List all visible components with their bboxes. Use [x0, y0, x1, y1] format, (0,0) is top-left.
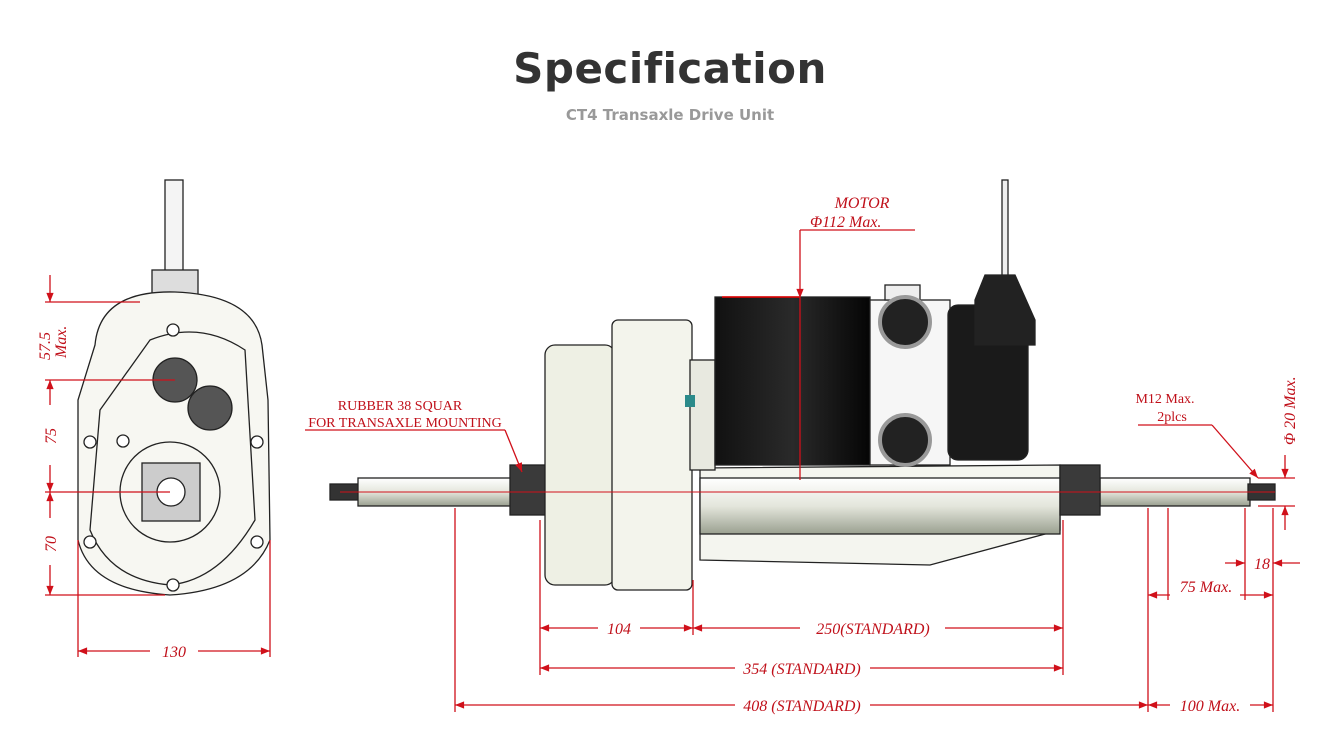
front-view-dimension-lines: [45, 275, 271, 657]
motor-body: [714, 296, 871, 466]
motor-label: MOTOR: [834, 195, 890, 212]
brush-holder: [878, 413, 932, 467]
rubber-mount-label-2: FOR TRANSAXLE MOUNTING: [308, 416, 501, 431]
thread-label-2: 2plcs: [1157, 410, 1187, 425]
rubber-mount-label-1: RUBBER 38 SQUAR: [338, 399, 463, 414]
housing-bolts: [83, 323, 264, 592]
dim-104: 104: [607, 621, 631, 638]
page-subtitle: CT4 Transaxle Drive Unit: [565, 106, 775, 124]
motor-flange: [689, 359, 716, 471]
brake-release-housing: [974, 274, 1036, 346]
side-view: MOTOR Φ112 Max. RUBBER 38 SQUAR FOR TRAN…: [305, 179, 1300, 715]
gearbox-housing: [77, 291, 271, 596]
rubber-mount-left: [509, 464, 547, 516]
shaft-diameter: Φ 20 Max.: [1282, 376, 1299, 445]
housing-inner-outline: [89, 331, 256, 586]
thread-label-1: M12 Max.: [1135, 392, 1194, 407]
drive-lever: [164, 179, 184, 276]
dim-57-5: 57.5: [37, 332, 54, 360]
gearbox-body: [611, 319, 693, 591]
brush-holder: [878, 295, 932, 349]
motor-diameter: Φ112 Max.: [810, 214, 881, 231]
gear-cap: [187, 385, 233, 431]
dim-100-max: 100 Max.: [1180, 698, 1240, 715]
front-view: 57.5 Max. 75 70 130: [37, 179, 271, 661]
axle-tube-core: [699, 477, 1061, 535]
release-lever: [1001, 179, 1009, 281]
dim-408: 408 (STANDARD): [743, 698, 860, 715]
gearbox-cover: [544, 344, 616, 586]
coupling-detail: [685, 395, 695, 407]
rubber-mount-right: [1059, 464, 1101, 516]
side-view-dimension-lines: [305, 229, 1300, 712]
dim-75-max: 75 Max.: [1180, 579, 1232, 596]
dim-75: 75: [43, 428, 60, 444]
dim-250: 250(STANDARD): [816, 621, 929, 638]
dim-70: 70: [43, 536, 60, 552]
page-title: Specification: [513, 44, 827, 93]
dim-18: 18: [1254, 556, 1270, 573]
dim-354: 354 (STANDARD): [742, 661, 860, 678]
dim-130: 130: [162, 644, 186, 661]
dim-57-5-max: Max.: [53, 326, 70, 359]
